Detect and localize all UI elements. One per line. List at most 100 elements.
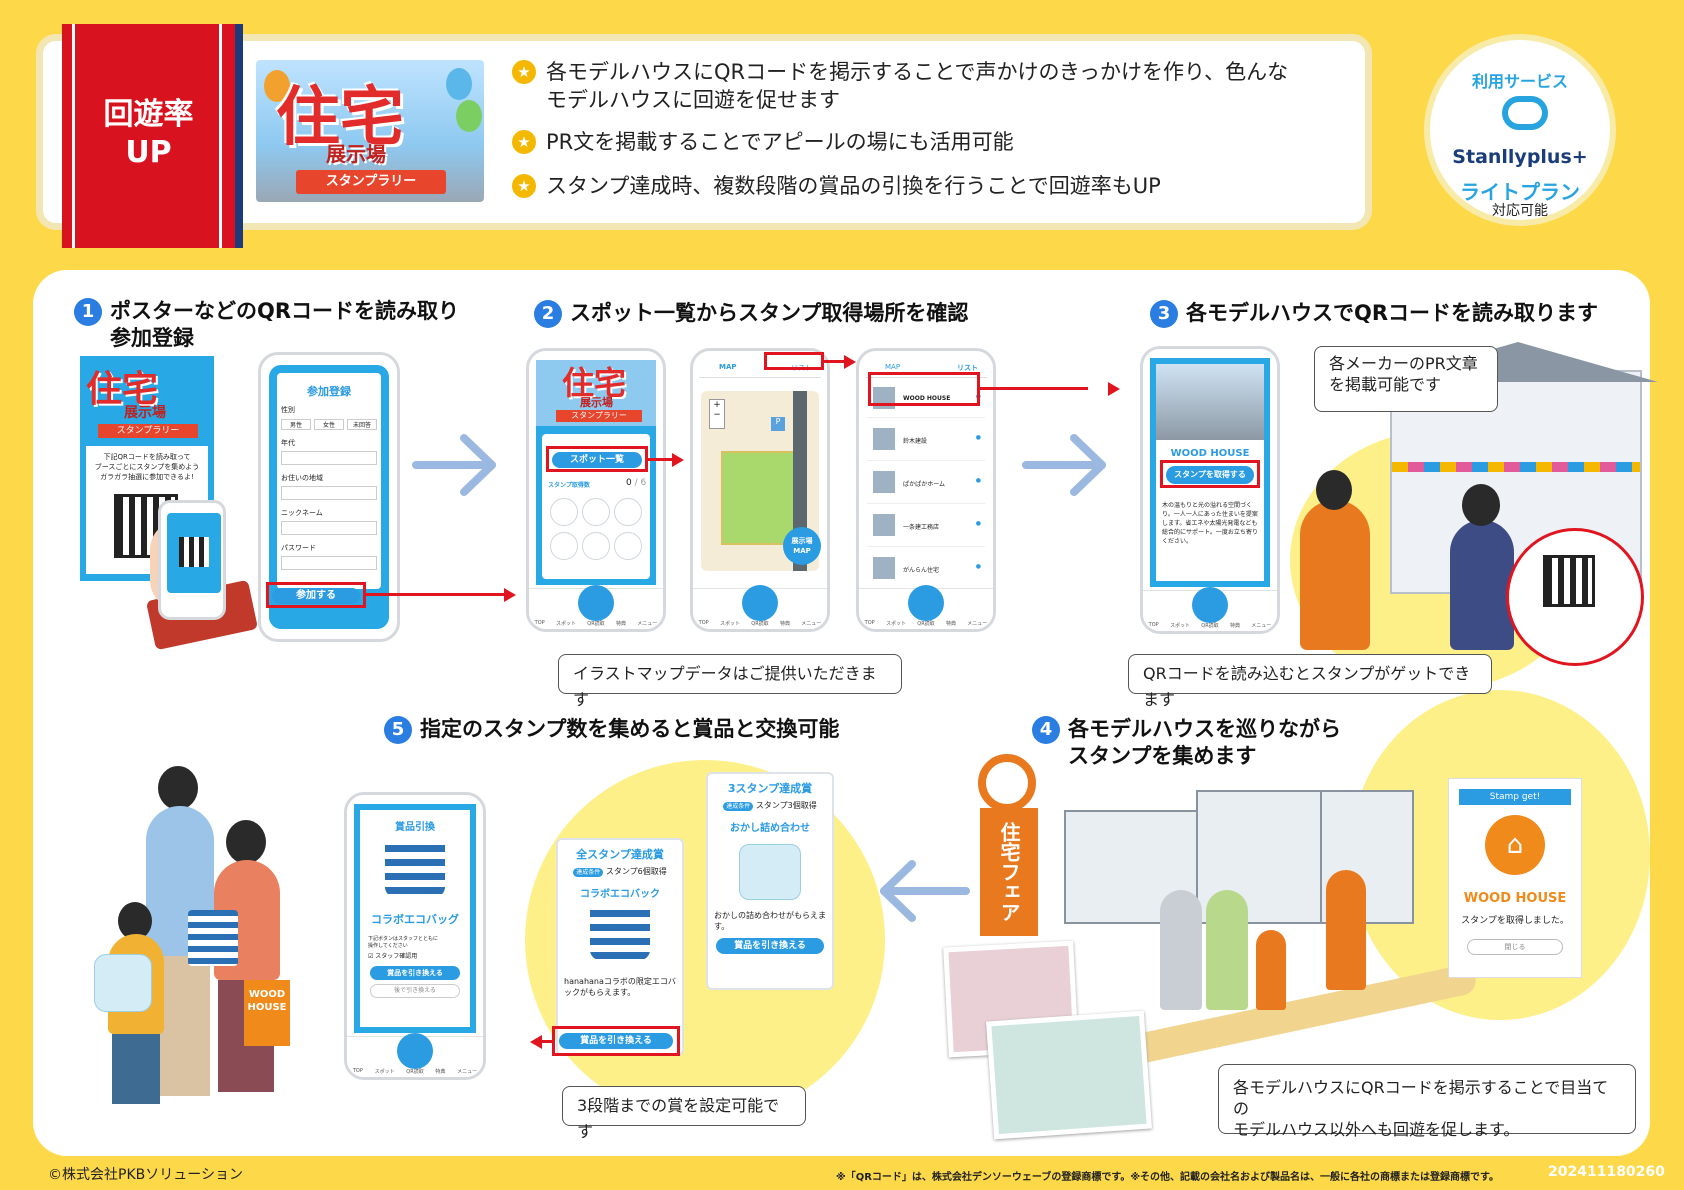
qr-code-icon	[1543, 555, 1595, 607]
visitor-figure	[1206, 890, 1248, 1010]
candy-bag	[94, 954, 152, 1012]
arrow-left-icon	[530, 1035, 542, 1049]
child-legs	[112, 1034, 160, 1104]
service-name: Stanllyplus+	[1452, 146, 1588, 168]
field-label: ニックネーム	[281, 509, 323, 517]
service-badge: 利用サービス Stanllyplus+ ライトプラン 対応可能	[1424, 34, 1616, 226]
prize-note: 下記ボタンはスタッフとともに 操作してください	[368, 936, 439, 949]
map-badge: 展示場 MAP	[783, 527, 821, 565]
zoom-control[interactable]: +−	[709, 399, 725, 429]
spot-list-button[interactable]: スポット一覧	[552, 452, 642, 468]
flow-line	[366, 593, 506, 596]
arrow-right-icon	[672, 453, 684, 467]
gender-option[interactable]: 女性	[314, 419, 344, 430]
tab-map[interactable]: MAP	[719, 363, 737, 371]
qr-scan-button[interactable]	[578, 585, 614, 621]
qr-scan-button[interactable]	[742, 585, 778, 621]
flow-line	[980, 387, 1088, 390]
close-button[interactable]: 閉じる	[1467, 939, 1563, 955]
staff-check[interactable]: ☑ スタッフ確認用	[368, 953, 418, 960]
arrow-right-icon	[504, 588, 516, 602]
hero-subtitle: 展示場	[326, 142, 386, 166]
three-prize-desc: おかしの詰め合わせがもらえます。	[714, 911, 826, 931]
copyright: ©株式会社PKBソリューション	[48, 1167, 243, 1183]
model-house-phone: WOOD HOUSE 木の温もりと光の溢れる空間づくり。一人一人にあった住まいを…	[1140, 346, 1280, 634]
all-stamp-prize-card: 全スタンプ達成賞 達成条件 スタンプ6個取得 コラボエコバック hanahana…	[556, 838, 684, 1056]
list-item[interactable]: がんらん住宅●	[867, 547, 985, 589]
poster-text: 下記QRコードを読み取って ブースごとにスタンプを集めよう ガラガラ抽選に参加で…	[94, 453, 200, 481]
gender-option[interactable]: 未回答	[347, 419, 377, 430]
model-house-name: WOOD HOUSE	[1170, 448, 1250, 459]
highlight-frame: 参加する	[266, 582, 366, 608]
model-house-pr: 木の温もりと光の溢れる空間づくり。一人一人にあった住まいを提案します。省エネや太…	[1162, 502, 1258, 545]
all-prize-title: 全スタンプ達成賞	[576, 848, 664, 861]
hero-title: 住宅	[276, 81, 404, 155]
star-icon: ★	[512, 60, 536, 84]
stanlly-logo-icon	[1502, 96, 1548, 130]
redeem-button[interactable]: 賞品を引き換える	[370, 966, 460, 980]
gender-option[interactable]: 男性	[281, 419, 311, 430]
password-input[interactable]	[281, 556, 377, 570]
flow-line	[540, 1040, 554, 1043]
eco-bag	[188, 910, 238, 966]
fair-flag: 住宅フェア	[980, 808, 1038, 936]
visitor-figure	[1160, 890, 1202, 1010]
list-item[interactable]: ぱかぱかホーム●	[867, 461, 985, 504]
tab-benefit[interactable]: 特典	[615, 621, 626, 627]
qr-scan-button[interactable]	[1192, 587, 1228, 623]
area-select[interactable]	[281, 486, 377, 500]
qr-scan-button[interactable]	[397, 1033, 433, 1069]
nickname-input[interactable]	[281, 521, 377, 535]
tab-spot[interactable]: スポット	[555, 621, 576, 627]
eco-bag-image	[590, 910, 650, 960]
three-prize-title: 3スタンプ達成賞	[727, 782, 813, 795]
tab-top[interactable]: TOP	[534, 620, 545, 626]
stamp-count-label: スタンプ取得数	[548, 482, 590, 489]
candy-bag-image	[739, 844, 801, 900]
tab-menu[interactable]: メニュー	[637, 621, 658, 627]
eco-bag-image	[385, 845, 445, 897]
stamp-count: 0 / 6	[626, 478, 647, 488]
prize-title: 賞品引換	[395, 822, 435, 833]
qr-code-icon	[179, 537, 209, 567]
model-house-illustration	[1378, 342, 1658, 594]
highlight-frame: 賞品を引き換える	[552, 1026, 680, 1056]
hero-ribbon: スタンプラリー	[296, 170, 446, 194]
field-label: 年代	[281, 439, 295, 447]
tab-qr[interactable]: QR読取	[587, 621, 605, 627]
bullet-3: ★スタンプ達成時、複数段階の賞品の引換を行うことで回遊率もUP	[512, 172, 1161, 200]
staff-head	[1316, 470, 1352, 510]
wood-house-bag: WOOD HOUSE	[244, 980, 290, 1046]
bullet-1: ★各モデルハウスにQRコードを掲示することで声かけのきっかけを作り、色んなモデル…	[512, 58, 1312, 114]
staff-figure	[1300, 500, 1370, 650]
stamp-get-ribbon: Stamp get!	[1459, 789, 1571, 805]
map-data-bubble: イラストマップデータはご提供いただきます	[558, 654, 902, 709]
highlight-frame: スタンプを取得する	[1160, 460, 1260, 488]
list-phone: MAP リスト WOOD HOUSE● 鈴木建設● ぱかぱかホーム● 一条建工務…	[856, 348, 996, 632]
service-plan: ライトプラン	[1460, 180, 1580, 204]
list-item[interactable]: 一条建工務店●	[867, 504, 985, 547]
age-select[interactable]	[281, 451, 377, 465]
redeem-button[interactable]: 賞品を引き換える	[716, 938, 824, 954]
get-stamp-button[interactable]: スタンプを取得する	[1166, 466, 1254, 484]
highlight-frame: スポット一覧	[546, 446, 648, 472]
visitor-figure	[1450, 520, 1514, 650]
photo	[986, 1010, 1152, 1140]
redeem-later-button[interactable]: 後で引き換える	[370, 984, 460, 998]
stamp-get-card: Stamp get! ⌂ WOOD HOUSE スタンプを取得しました。 閉じる	[1448, 778, 1582, 978]
arrow-left-icon	[872, 846, 972, 936]
child-head	[118, 902, 152, 940]
trademark-note: ※「QRコード」は、株式会社デンソーウェーブの登録商標です。※その他、記載の会社…	[836, 1172, 1500, 1183]
all-prize-name: コラボエコバック	[580, 889, 660, 900]
list-item[interactable]: 鈴木建設●	[867, 418, 985, 461]
balloon-icon	[978, 754, 1036, 812]
redeem-button[interactable]: 賞品を引き換える	[559, 1033, 673, 1049]
child-figure	[1256, 930, 1286, 1010]
prize-phone: 賞品引換 コラボエコバッグ 下記ボタンはスタッフとともに 操作してください ☑ …	[344, 792, 486, 1080]
join-button[interactable]: 参加する	[272, 588, 360, 604]
highlight-frame	[868, 372, 980, 406]
qr-scan-button[interactable]	[908, 585, 944, 621]
